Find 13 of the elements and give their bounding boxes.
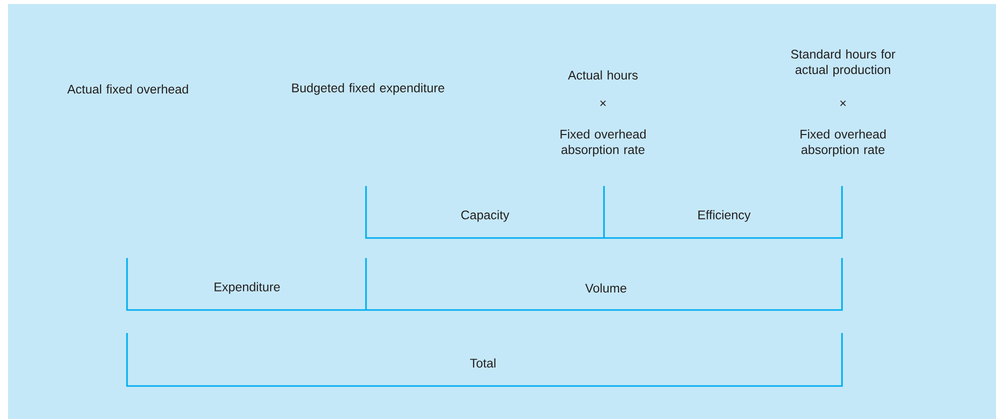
column-heading: Actual fixed overhead (67, 84, 188, 94)
variance-label: Efficiency (698, 210, 751, 222)
multiply-sign: × (600, 100, 606, 106)
variance-label: Capacity (461, 210, 510, 222)
variance-label: Volume (585, 283, 626, 293)
variance-label: Expenditure (214, 282, 280, 294)
column-heading: Actual hours (568, 70, 638, 80)
column-heading: Standard hours for actual production (791, 49, 896, 77)
column-heading: Budgeted fixed expenditure (292, 83, 444, 95)
column-heading: Fixed overhead absorption rate (560, 129, 646, 157)
column-heading: Fixed overhead absorption rate (800, 129, 886, 157)
multiply-sign: × (840, 100, 846, 106)
variance-label: Total (470, 358, 496, 368)
